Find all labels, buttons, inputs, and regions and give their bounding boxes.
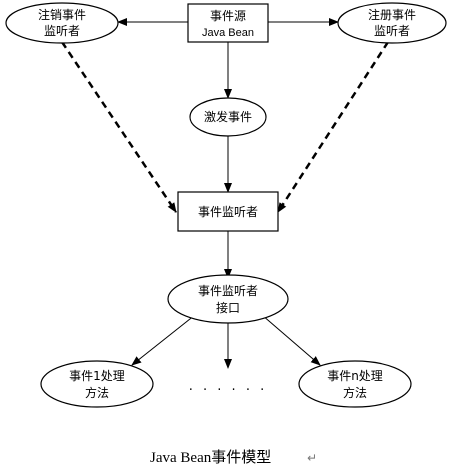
listener-box: 事件监听者 [177, 191, 279, 232]
handler1-ellipse: 事件1处理 方法 [40, 360, 154, 408]
source-box: 事件源 Java Bean [187, 3, 269, 43]
source-box-line2: Java Bean [202, 27, 254, 39]
handlern-line2: 方法 [343, 385, 367, 400]
source-box-line1: 事件源 [210, 9, 246, 23]
handler-ellipsis: . . . . . . [189, 379, 267, 394]
register-line1: 注册事件 [368, 7, 416, 22]
handler1-line1: 事件1处理 [69, 369, 125, 383]
arrow-interface-to-handler1 [131, 314, 196, 366]
register-line2: 监听者 [374, 24, 410, 38]
return-mark-icon: ↵ [307, 451, 317, 465]
dashed-arrow-unregister-to-listener [60, 41, 178, 213]
diagram-caption: Java Bean事件模型 [150, 449, 271, 466]
handlern-ellipse: 事件n处理 方法 [298, 360, 412, 408]
unregister-ellipse: 注销事件 监听者 [5, 2, 119, 44]
unregister-line2: 监听者 [44, 24, 80, 38]
interface-line1: 事件监听者 [198, 284, 258, 298]
register-ellipse: 注册事件 监听者 [337, 2, 447, 44]
handler1-line2: 方法 [85, 385, 109, 400]
listener-box-label: 事件监听者 [198, 205, 258, 219]
fire-event-ellipse: 激发事件 [189, 97, 267, 137]
arrow-interface-to-handlern [261, 314, 321, 366]
fire-event-label: 激发事件 [204, 109, 252, 124]
dashed-arrow-register-to-listener [276, 41, 390, 213]
interface-line2: 接口 [216, 300, 240, 315]
handlern-line1: 事件n处理 [327, 369, 383, 383]
interface-ellipse: 事件监听者 接口 [167, 274, 289, 324]
unregister-line1: 注销事件 [38, 7, 86, 22]
